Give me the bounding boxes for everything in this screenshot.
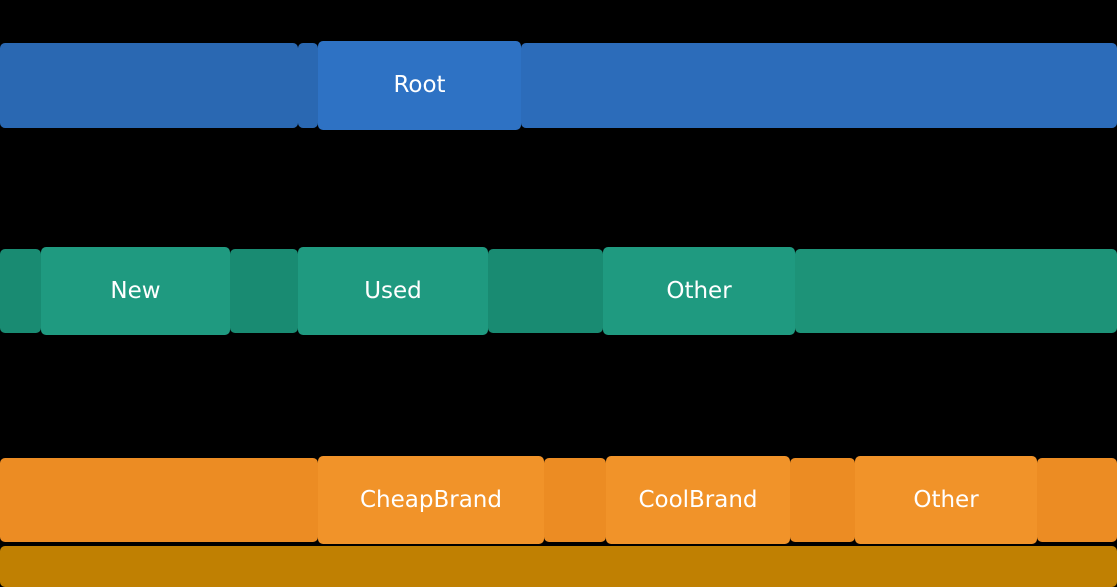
node-l2-band-b[interactable] <box>544 458 606 542</box>
node-other-condition[interactable]: Other <box>603 247 795 335</box>
node-other-brand[interactable]: Other <box>855 456 1037 544</box>
node-l2-band-d[interactable] <box>1037 458 1117 542</box>
node-root-band-c[interactable] <box>521 43 1117 128</box>
node-root[interactable]: Root <box>318 41 521 130</box>
node-label-coolbrand: CoolBrand <box>638 486 758 513</box>
node-l3-band[interactable] <box>0 546 1117 587</box>
node-cheapbrand[interactable]: CheapBrand <box>318 456 544 544</box>
node-l2-band-a[interactable] <box>0 458 318 542</box>
node-l1-band-a[interactable] <box>0 249 41 333</box>
node-label-other-condition: Other <box>666 277 732 304</box>
node-l1-band-c[interactable] <box>488 249 603 333</box>
node-root-band-b[interactable] <box>298 43 318 128</box>
node-root-band-a[interactable] <box>0 43 298 128</box>
node-label-root: Root <box>393 72 446 98</box>
node-label-other-brand: Other <box>913 486 979 513</box>
node-coolbrand[interactable]: CoolBrand <box>606 456 790 544</box>
node-label-cheapbrand: CheapBrand <box>360 486 502 513</box>
node-l2-band-c[interactable] <box>790 458 855 542</box>
node-l1-band-b[interactable] <box>230 249 298 333</box>
node-used[interactable]: Used <box>298 247 488 335</box>
node-label-new: New <box>110 277 161 304</box>
node-l1-band-d[interactable] <box>795 249 1117 333</box>
node-new[interactable]: New <box>41 247 230 335</box>
node-label-used: Used <box>364 277 422 304</box>
